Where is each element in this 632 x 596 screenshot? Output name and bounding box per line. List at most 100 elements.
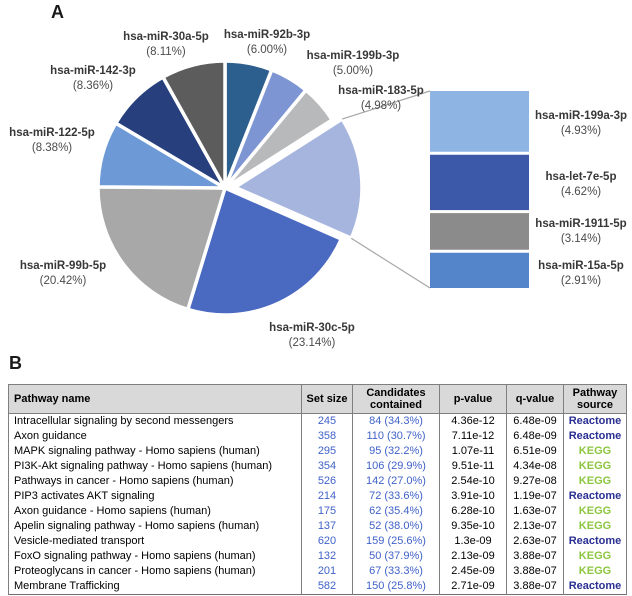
candidates-cell: 84 (34.3%) [352, 413, 440, 429]
bar-segment-hsa-miR-15a-5p [430, 252, 529, 288]
pie-slice-hsa-miR-30c-5p [186, 186, 344, 317]
bar-segment-hsa-miR-1911-5p [430, 213, 529, 250]
q-value-cell: 1.19e-07 [506, 489, 564, 504]
p-value-cell: 6.28e-10 [439, 504, 507, 519]
col-header-candidates: Candidates contained [352, 384, 440, 414]
p-value-cell: 2.45e-09 [439, 564, 507, 579]
table-row: Proteoglycans in cancer - Homo sapiens (… [8, 564, 627, 579]
pie-label-hsa-miR-142-3p: hsa-miR-142-3p (8.36%) [50, 65, 136, 92]
pathway-source-cell: KEGG [563, 459, 627, 474]
set-size-cell: 214 [301, 489, 353, 504]
pathway-source-cell: KEGG [563, 474, 627, 489]
bar-label-hsa-miR-15a-5p: hsa-miR-15a-5p (2.91%) [538, 260, 624, 287]
col-header-q-value: q-value [506, 384, 564, 414]
table-header-row: Pathway name Set size Candidates contain… [8, 384, 627, 414]
pie-label-hsa-miR-30c-5p: hsa-miR-30c-5p (23.14%) [269, 322, 355, 349]
pathway-source-cell: KEGG [563, 519, 627, 534]
candidates-cell: 67 (33.3%) [352, 564, 440, 579]
table-row: MAPK signaling pathway - Homo sapiens (h… [8, 444, 627, 459]
bar-segment-hsa-miR-199a-3p [430, 91, 529, 152]
p-value-cell: 9.51e-11 [439, 459, 507, 474]
pie-label-hsa-miR-199b-3p: hsa-miR-199b-3p (5.00%) [306, 50, 400, 77]
pie-label-hsa-miR-30a-5p: hsa-miR-30a-5p (8.11%) [123, 31, 209, 58]
q-value-cell: 6.48e-09 [506, 429, 564, 444]
pathway-name-cell: Pathways in cancer - Homo sapiens (human… [8, 474, 302, 489]
candidates-cell: 106 (29.9%) [352, 459, 440, 474]
q-value-cell: 3.88e-07 [506, 579, 564, 595]
pie-label-hsa-miR-92b-3p: hsa-miR-92b-3p (6.00%) [223, 29, 311, 56]
pathway-name-cell: Axon guidance [8, 429, 302, 444]
candidates-cell: 62 (35.4%) [352, 504, 440, 519]
col-header-p-value: p-value [439, 384, 507, 414]
q-value-cell: 6.51e-09 [506, 444, 564, 459]
q-value-cell: 6.48e-09 [506, 413, 564, 429]
pathway-source-cell: KEGG [563, 504, 627, 519]
set-size-cell: 582 [301, 579, 353, 595]
bar-segment-hsa-let-7e-5p [430, 154, 529, 211]
candidates-cell: 72 (33.6%) [352, 489, 440, 504]
pie-label-hsa-miR-122-5p: hsa-miR-122-5p (8.38%) [9, 127, 95, 154]
q-value-cell: 3.88e-07 [506, 549, 564, 564]
pathway-source-cell: Reactome [563, 429, 627, 444]
candidates-cell: 110 (30.7%) [352, 429, 440, 444]
pathway-source-cell: KEGG [563, 444, 627, 459]
pathway-name-cell: MAPK signaling pathway - Homo sapiens (h… [8, 444, 302, 459]
detail-connector-line-2 [350, 237, 431, 289]
pie-label-hsa-miR-183-5p: hsa-miR-183-5p (4.98%) [338, 85, 424, 112]
set-size-cell: 137 [301, 519, 353, 534]
candidates-cell: 95 (32.2%) [352, 444, 440, 459]
q-value-cell: 4.34e-08 [506, 459, 564, 474]
set-size-cell: 526 [301, 474, 353, 489]
set-size-cell: 358 [301, 429, 353, 444]
bar-label-hsa-miR-1911-5p: hsa-miR-1911-5p (3.14%) [535, 218, 627, 245]
panel-a-label: A [51, 2, 64, 22]
table-row: FoxO signaling pathway - Homo sapiens (h… [8, 549, 627, 564]
pie-slice-other-group [233, 117, 364, 241]
table-row: Intracellular signaling by second messen… [8, 413, 627, 429]
col-header-pathway-name: Pathway name [8, 384, 302, 414]
bar-label-hsa-miR-199a-3p: hsa-miR-199a-3p (4.93%) [534, 110, 628, 137]
pathway-name-cell: Membrane Trafficking [8, 579, 302, 595]
pie-slice-hsa-miR-183-5p [223, 88, 334, 190]
set-size-cell: 620 [301, 534, 353, 549]
p-value-cell: 7.11e-12 [439, 429, 507, 444]
pathway-source-cell: Reactome [563, 579, 627, 595]
pathway-source-cell: Reactome [563, 489, 627, 504]
table-row: Pathways in cancer - Homo sapiens (human… [8, 474, 627, 489]
p-value-cell: 1.3e-09 [439, 534, 507, 549]
candidates-cell: 142 (27.0%) [352, 474, 440, 489]
pathway-name-cell: PIP3 activates AKT signaling [8, 489, 302, 504]
q-value-cell: 9.27e-08 [506, 474, 564, 489]
table-row: PI3K-Akt signaling pathway - Homo sapien… [8, 459, 627, 474]
p-value-cell: 2.54e-10 [439, 474, 507, 489]
pathway-name-cell: Vesicle-mediated transport [8, 534, 302, 549]
set-size-cell: 201 [301, 564, 353, 579]
pathway-source-cell: Reactome [563, 534, 627, 549]
p-value-cell: 1.07e-11 [439, 444, 507, 459]
pathway-table: Pathway name Set size Candidates contain… [8, 384, 627, 595]
col-header-set-size: Set size [301, 384, 353, 414]
candidates-cell: 150 (25.8%) [352, 579, 440, 595]
q-value-cell: 3.88e-07 [506, 564, 564, 579]
set-size-cell: 354 [301, 459, 353, 474]
candidates-cell: 159 (25.6%) [352, 534, 440, 549]
candidates-cell: 52 (38.0%) [352, 519, 440, 534]
q-value-cell: 2.13e-07 [506, 519, 564, 534]
p-value-cell: 4.36e-12 [439, 413, 507, 429]
pathway-name-cell: FoxO signaling pathway - Homo sapiens (h… [8, 549, 302, 564]
q-value-cell: 1.63e-07 [506, 504, 564, 519]
p-value-cell: 3.91e-10 [439, 489, 507, 504]
pie-slice-hsa-miR-30a-5p [161, 59, 227, 190]
pie-slice-hsa-miR-99b-5p [96, 185, 227, 312]
q-value-cell: 2.63e-07 [506, 534, 564, 549]
mirna-pie-chart [96, 59, 529, 317]
bar-label-hsa-let-7e-5p: hsa-let-7e-5p (4.62%) [545, 171, 617, 198]
detail-connector-line-1 [341, 90, 431, 120]
p-value-cell: 2.13e-09 [439, 549, 507, 564]
pathway-name-cell: Intracellular signaling by second messen… [8, 413, 302, 429]
set-size-cell: 245 [301, 413, 353, 429]
pathway-source-cell: Reactome [563, 413, 627, 429]
